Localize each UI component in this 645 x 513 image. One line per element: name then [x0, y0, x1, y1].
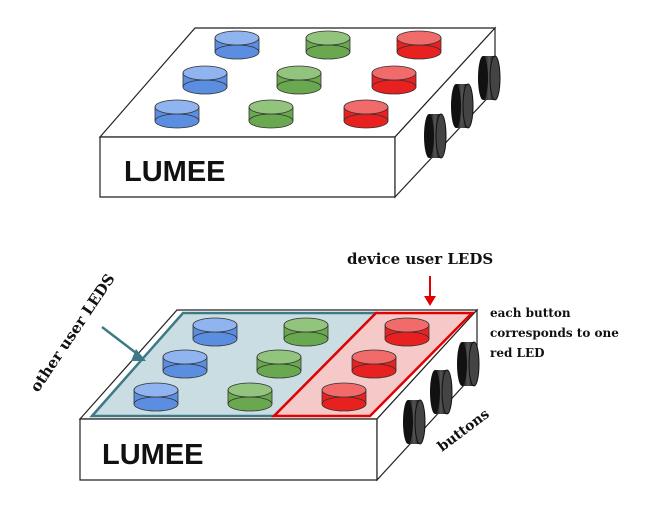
blue-led [182, 65, 228, 95]
green-led [256, 349, 302, 379]
led-group-bottom [133, 317, 430, 412]
red-led [371, 65, 417, 95]
blue-led [133, 382, 179, 412]
side-button [478, 55, 501, 101]
blue-led [162, 349, 208, 379]
green-led [227, 382, 273, 412]
other-user-leds-label: other user LEDS [26, 270, 118, 395]
red-led [351, 349, 397, 379]
green-led [248, 99, 294, 129]
led-group-top [154, 30, 442, 129]
annotation-each-button: each button corresponds to one red LED [490, 306, 619, 360]
green-led [305, 30, 351, 60]
red-led [396, 30, 442, 60]
button-group-bottom [403, 341, 480, 445]
side-button [457, 341, 480, 387]
each-button-label-line3: red LED [490, 346, 545, 360]
side-button [403, 399, 426, 445]
green-led [276, 65, 322, 95]
device-user-leds-label: device user LEDS [347, 250, 493, 268]
red-led [343, 99, 389, 129]
arrow-head-icon [131, 349, 146, 361]
arrow-head-icon [424, 296, 436, 306]
green-led [283, 317, 329, 347]
red-led [321, 382, 367, 412]
blue-led [154, 99, 200, 129]
red-led [384, 317, 430, 347]
each-button-label-line1: each button [490, 306, 571, 320]
arrow-line [101, 326, 141, 357]
side-button [451, 83, 474, 129]
device-bottom-brand-label: LUMEE [102, 439, 204, 471]
annotation-device-user-leds: device user LEDS [347, 250, 493, 306]
device-top: LUMEE [98, 26, 501, 199]
blue-led [214, 30, 260, 60]
device-bottom: LUMEE [78, 308, 480, 482]
each-button-label-line2: corresponds to one [490, 326, 619, 340]
blue-led [192, 317, 238, 347]
side-button [424, 113, 447, 159]
button-group-top [424, 55, 501, 159]
side-button [430, 369, 453, 415]
device-top-brand-label: LUMEE [124, 156, 226, 188]
